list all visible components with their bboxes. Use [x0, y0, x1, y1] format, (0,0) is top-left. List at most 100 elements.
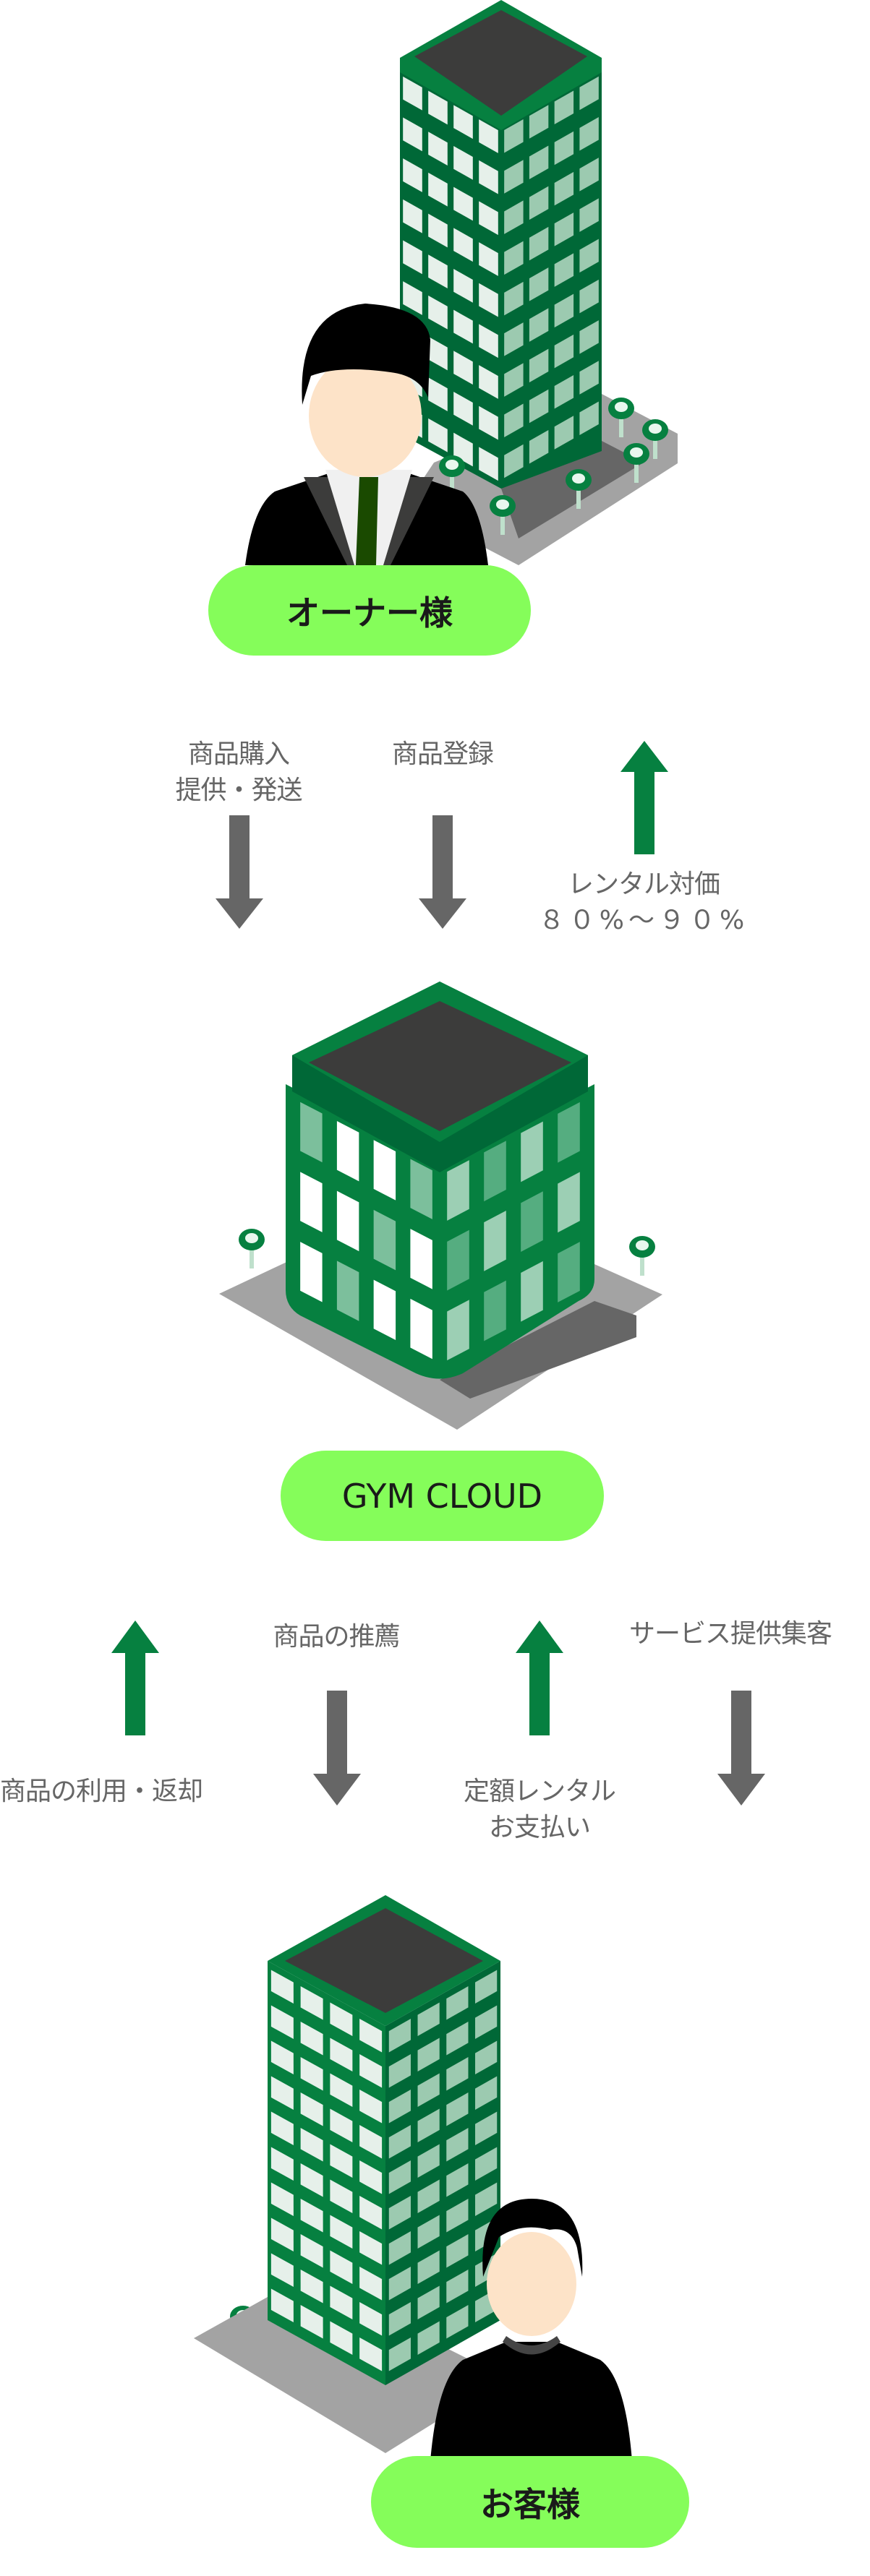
window [417, 2321, 440, 2355]
building-roof [414, 10, 587, 116]
window [300, 2163, 323, 2197]
building-roof-inner [285, 1908, 483, 2013]
window [300, 2270, 323, 2304]
window [270, 2076, 294, 2110]
shirt [430, 2342, 632, 2461]
window [428, 295, 448, 330]
window [521, 1191, 543, 1252]
gym-cloud-label-pill: GYM CLOUD [281, 1451, 604, 1541]
window [388, 2125, 411, 2159]
window [504, 403, 524, 438]
window [529, 389, 549, 424]
lamp-highlight [245, 1233, 258, 1243]
label-rental-fee-line1: レンタル対価 [567, 870, 720, 899]
window [428, 90, 448, 125]
lamp-highlight [630, 447, 643, 458]
window [270, 2040, 294, 2074]
window [453, 186, 473, 221]
window [504, 200, 524, 234]
window [504, 363, 524, 397]
window [446, 2199, 469, 2233]
window [558, 1102, 580, 1163]
window [479, 324, 498, 359]
window [529, 348, 549, 383]
face [487, 2232, 576, 2336]
lamp-highlight [615, 402, 628, 412]
window [475, 2040, 498, 2074]
building-shadow [440, 1301, 636, 1399]
window [579, 239, 599, 273]
window [504, 119, 524, 153]
window [359, 2125, 383, 2159]
window [446, 1986, 469, 2020]
arrow-up-icon [516, 1620, 563, 1653]
window [446, 2057, 469, 2091]
window [579, 279, 599, 314]
window [475, 1970, 498, 2004]
window [453, 105, 473, 139]
window [428, 213, 448, 248]
window [403, 281, 422, 315]
lamp-pole [500, 506, 505, 535]
window [529, 267, 549, 301]
window [300, 2128, 323, 2162]
window [330, 2215, 353, 2249]
label-payment-line1: 定額レンタル [463, 1777, 616, 1806]
window [300, 1986, 323, 2020]
window [554, 375, 574, 409]
customer-building-illustration [194, 1895, 506, 2453]
window [330, 2108, 353, 2142]
window [479, 201, 498, 236]
customer-person-illustration [430, 2199, 632, 2461]
window [504, 281, 524, 316]
window [300, 2305, 323, 2339]
tie [356, 477, 378, 565]
window [554, 293, 574, 328]
window [330, 2144, 353, 2178]
window [330, 2073, 353, 2107]
window [300, 2022, 323, 2056]
window [504, 160, 524, 194]
window [558, 1172, 580, 1233]
window [300, 2057, 323, 2091]
window [484, 1280, 506, 1341]
window [446, 2092, 469, 2126]
window [300, 1242, 323, 1302]
lamp-pole [653, 430, 657, 459]
window [336, 1190, 359, 1252]
window [479, 119, 498, 153]
window [330, 2250, 353, 2284]
window [330, 2179, 353, 2213]
window [479, 405, 498, 440]
lamp-pole [619, 408, 623, 437]
window [359, 2267, 383, 2301]
window [336, 1261, 359, 1321]
label-use-return: 商品の利用・返却 [0, 1777, 203, 1806]
label-purchase: 商品購入 提供・発送 [166, 737, 311, 809]
window [388, 2267, 411, 2301]
arrow-down-icon [216, 898, 263, 929]
window [554, 253, 574, 287]
window [428, 254, 448, 288]
window [446, 2163, 469, 2197]
lamp-highlight [636, 1240, 649, 1250]
label-purchase-line2: 提供・発送 [175, 776, 302, 805]
arrow-recommend [313, 1691, 361, 1806]
window [270, 2182, 294, 2216]
window [475, 2005, 498, 2039]
window [403, 240, 422, 275]
window [417, 2038, 440, 2071]
window [446, 2270, 469, 2304]
window [388, 2160, 411, 2194]
window [579, 116, 599, 151]
window [579, 401, 599, 436]
window [330, 2285, 353, 2319]
label-payment-line2: お支払い [488, 1813, 591, 1842]
window [359, 2337, 383, 2371]
window [479, 283, 498, 317]
window [529, 186, 549, 220]
window [453, 392, 473, 426]
window [446, 2305, 469, 2339]
window [300, 2199, 323, 2233]
owner-label-pill: オーナー様 [208, 565, 531, 656]
